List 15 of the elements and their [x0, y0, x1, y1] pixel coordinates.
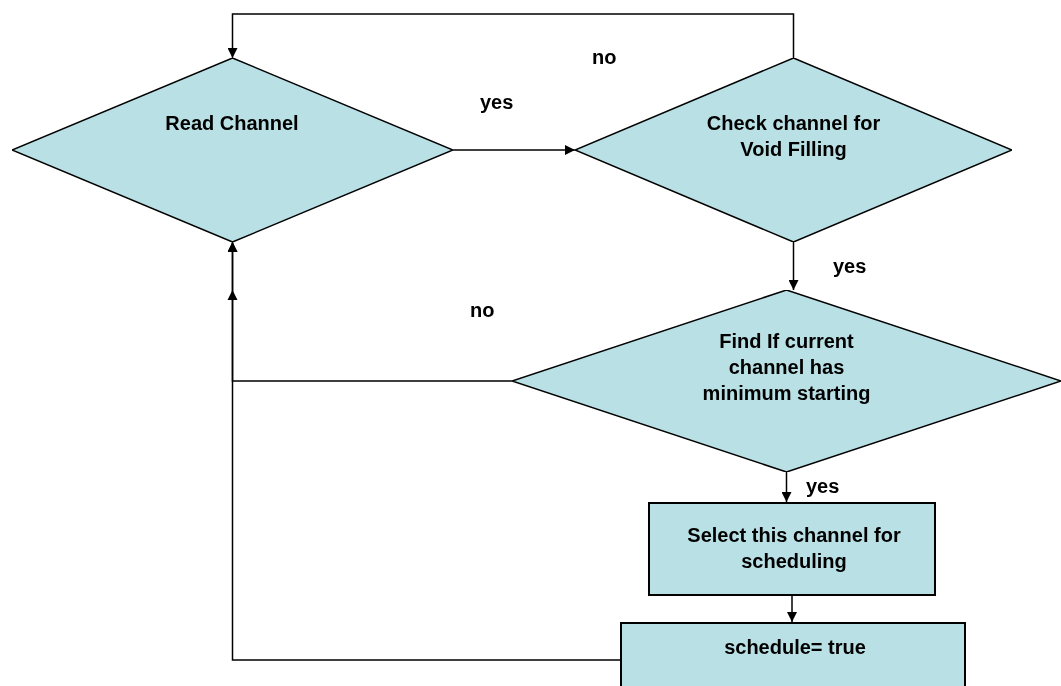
node-label: Find If current channel has minimum starting — [701, 329, 872, 406]
node-label: schedule= true — [724, 635, 866, 660]
node-label: Read Channel — [165, 111, 299, 136]
decision-diamond — [12, 58, 453, 242]
process-box — [620, 622, 966, 686]
process-box — [648, 502, 936, 596]
arrow — [227, 241, 621, 661]
decision-diamond — [512, 290, 1061, 472]
arrow — [788, 241, 799, 291]
node-label: Check channel for Void Filling — [706, 111, 881, 162]
arrow — [781, 471, 792, 503]
arrow — [787, 595, 797, 623]
arrow — [452, 145, 576, 155]
node-label: Select this channel for scheduling — [686, 523, 902, 574]
arrow — [227, 13, 795, 59]
